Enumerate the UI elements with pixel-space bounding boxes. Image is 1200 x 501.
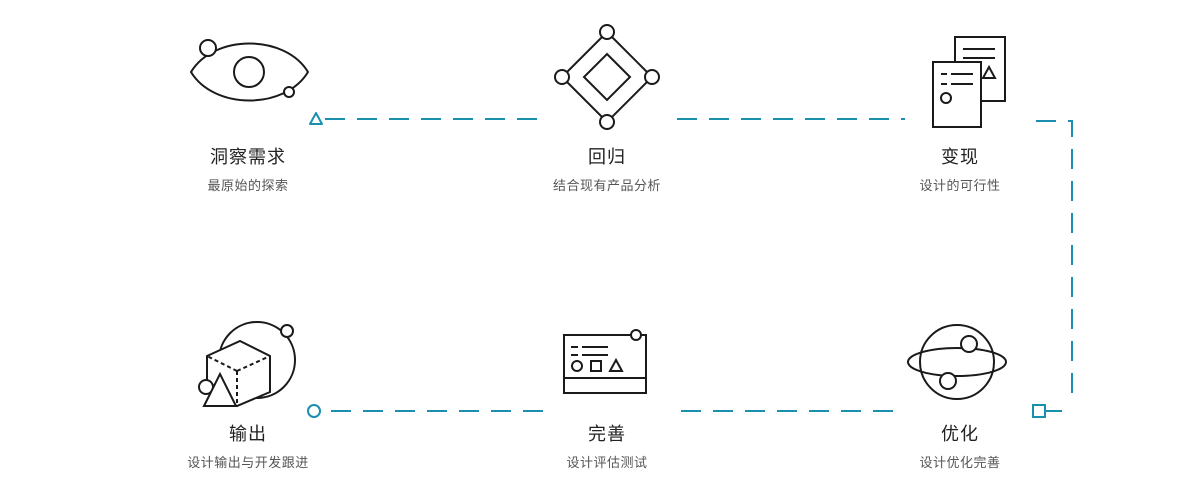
step-insight: 洞察需求 最原始的探索 <box>128 147 368 195</box>
step-perfect: 完善 设计评估测试 <box>487 424 727 472</box>
step-title: 输出 <box>229 424 267 445</box>
circle-marker-icon <box>307 404 321 418</box>
step-title: 回归 <box>588 147 626 168</box>
eye-icon <box>189 39 310 102</box>
step-subtitle: 设计优化完善 <box>919 456 1001 471</box>
step-realize: 变现 设计的可行性 <box>840 147 1080 195</box>
step-return: 回归 结合现有产品分析 <box>487 147 727 195</box>
square-marker-icon <box>1032 404 1046 418</box>
diamond-nodes-icon <box>554 24 660 130</box>
globe-orbit-icon <box>907 324 1007 400</box>
cube-shapes-icon <box>198 321 296 408</box>
step-subtitle: 设计的可行性 <box>919 179 1001 194</box>
step-output: 输出 设计输出与开发跟进 <box>128 424 368 472</box>
step-subtitle: 设计评估测试 <box>566 456 648 471</box>
step-subtitle: 最原始的探索 <box>207 179 289 194</box>
step-subtitle: 结合现有产品分析 <box>552 179 661 194</box>
step-title: 洞察需求 <box>210 147 286 168</box>
triangle-marker-icon <box>309 112 323 125</box>
step-title: 变现 <box>941 147 979 168</box>
step-title: 优化 <box>941 424 979 445</box>
connector-realize-optimize <box>1036 120 1073 404</box>
step-title: 完善 <box>588 424 626 445</box>
step-subtitle: 设计输出与开发跟进 <box>187 456 309 471</box>
step-optimize: 优化 设计优化完善 <box>840 424 1080 472</box>
wireframe-screen-icon <box>563 329 647 394</box>
documents-icon <box>932 36 1006 128</box>
